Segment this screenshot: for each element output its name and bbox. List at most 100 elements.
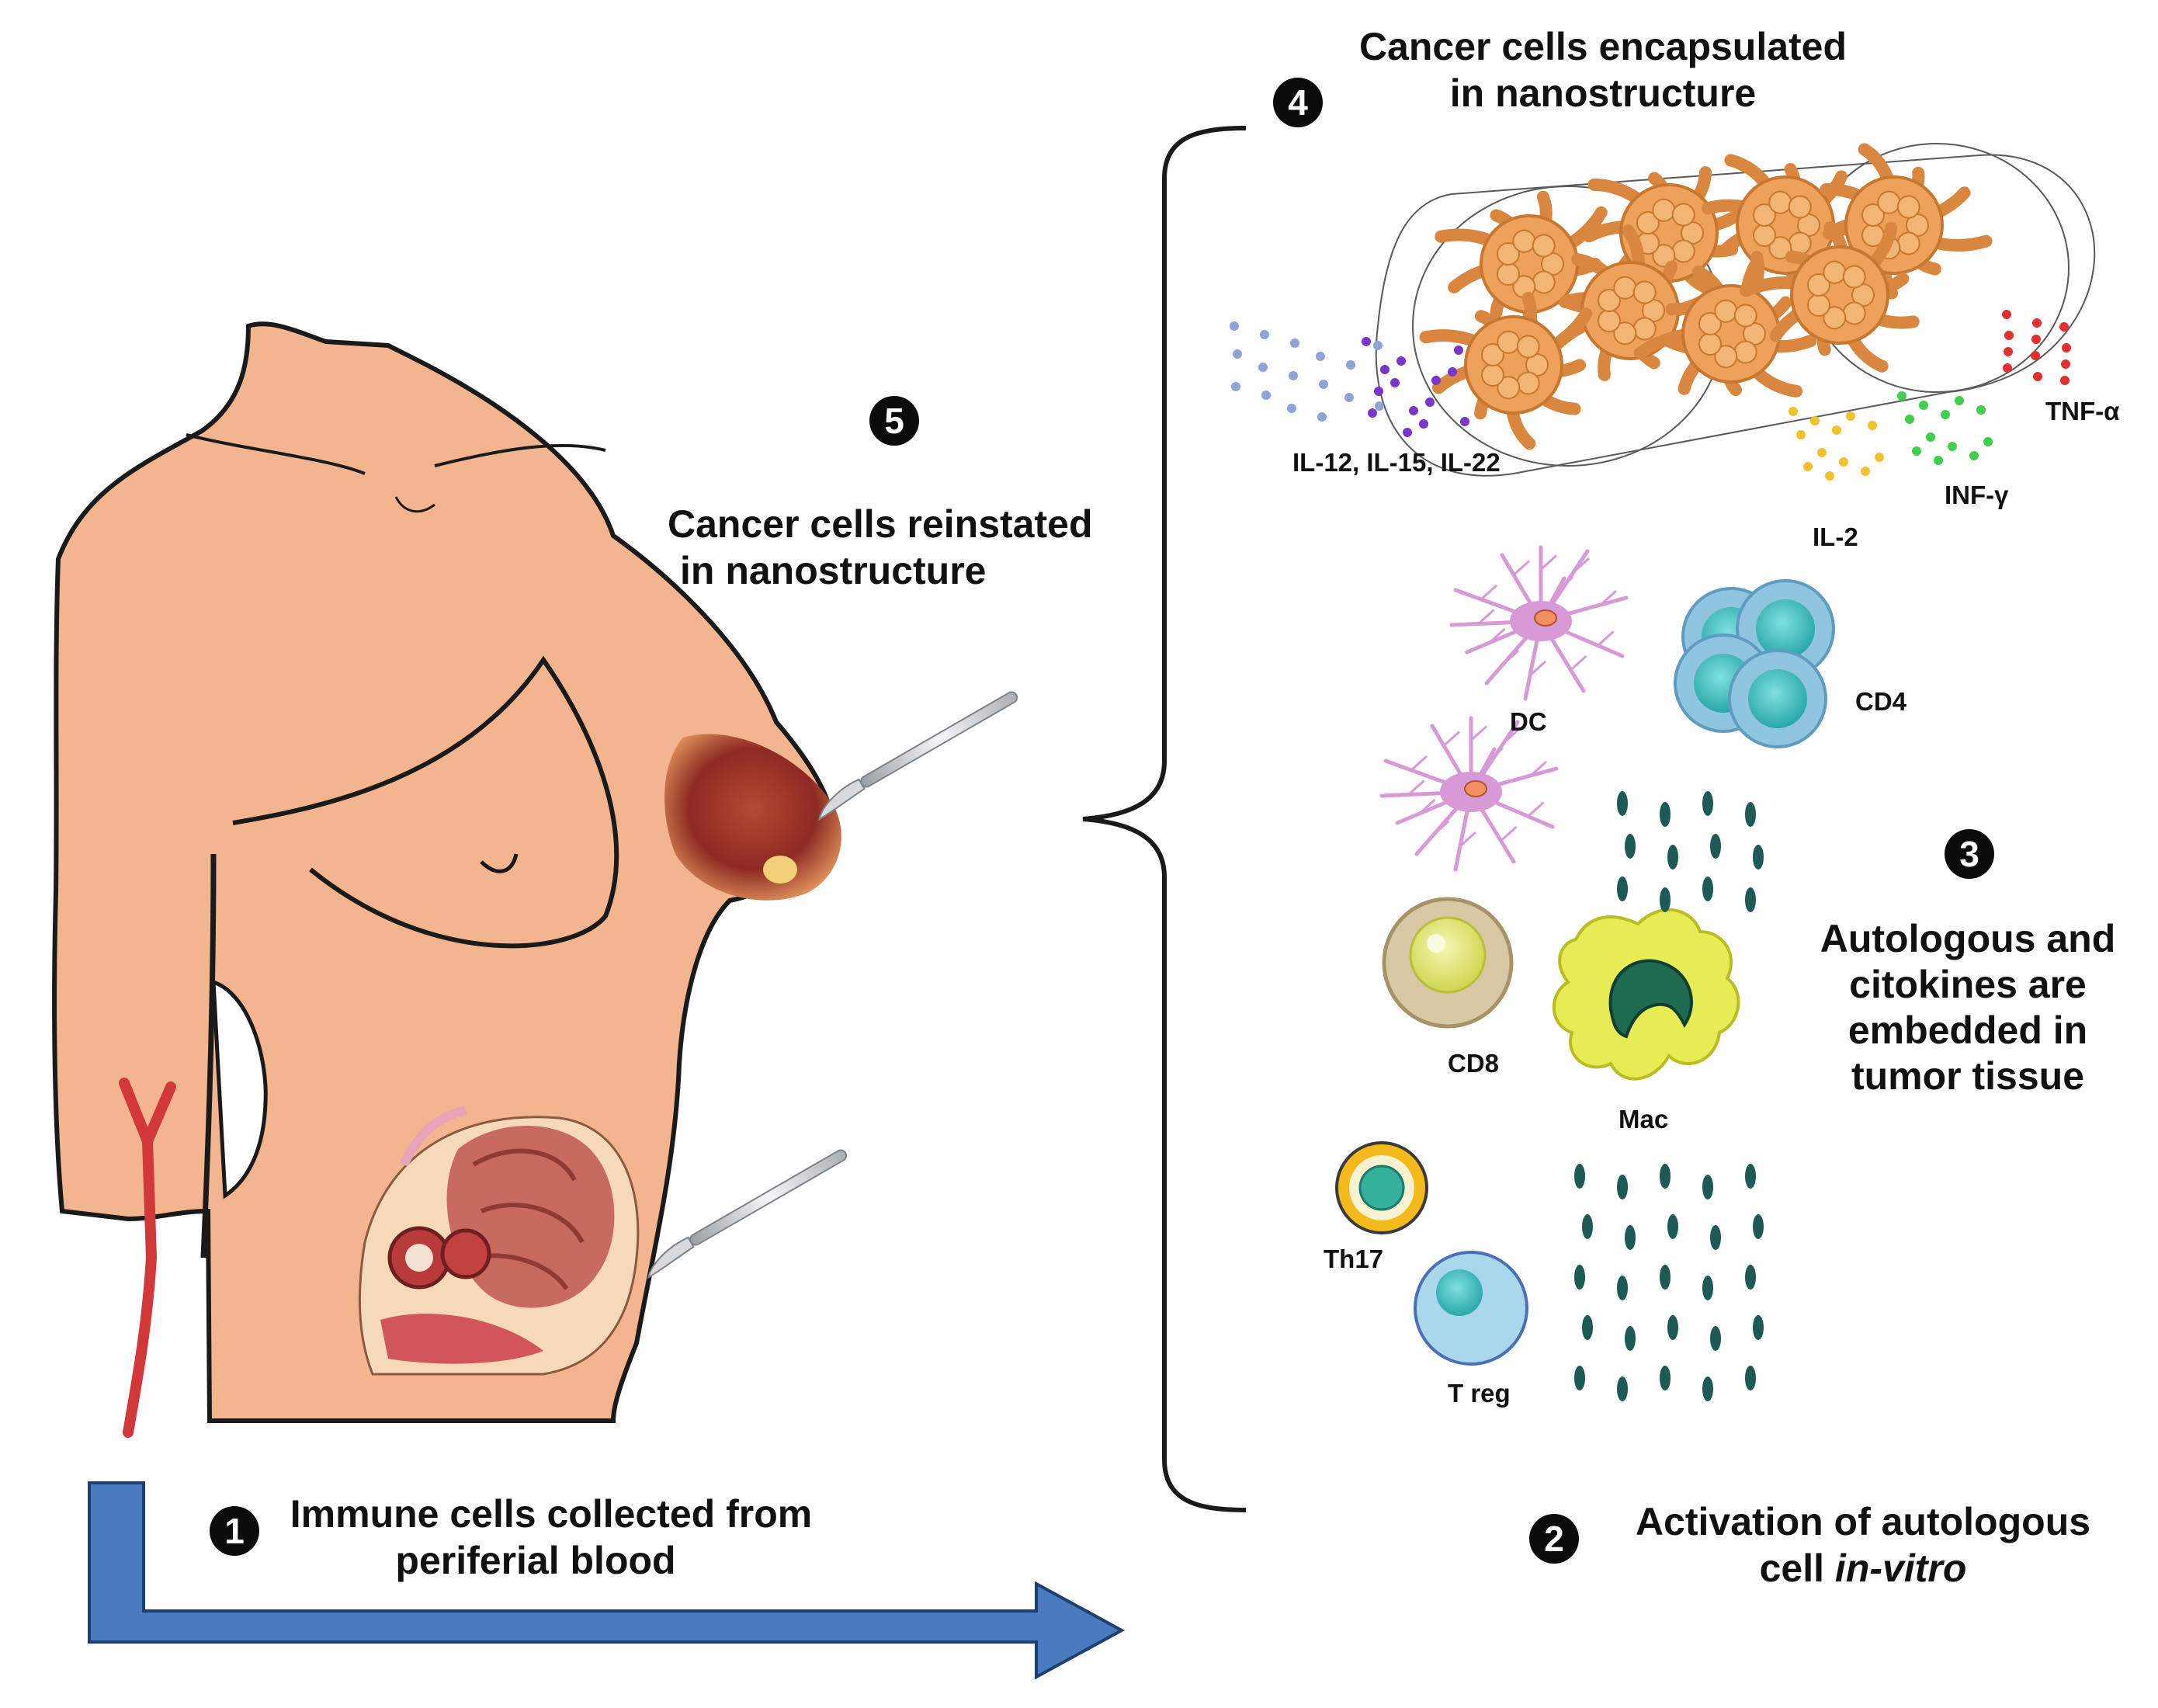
step5-line1: Cancer cells reinstated	[668, 502, 1093, 546]
cytokine-dot-il2	[1868, 421, 1877, 430]
step4-line2: in nanostructure	[1449, 71, 1757, 115]
scalpel-lower	[647, 1149, 848, 1279]
granule	[1753, 1214, 1764, 1239]
cytokine-dot-il2	[1825, 471, 1834, 481]
dendritic-branch	[1529, 760, 1548, 777]
cytokine-dot-il2	[1817, 448, 1827, 457]
step2-caption: Activation of autologous cell in-vitro	[1599, 1498, 2127, 1592]
granule	[1582, 1214, 1593, 1239]
cancer-cell-bleb	[1652, 198, 1676, 222]
dendritic-branch	[1501, 649, 1520, 666]
cytokine-dot-il2	[1789, 407, 1798, 416]
cancer-cell-bleb	[1698, 311, 1722, 335]
sternum-notch	[394, 496, 435, 513]
cytokine-dot-il-purple	[1448, 367, 1457, 377]
step5-line2: in nanostructure	[680, 549, 987, 592]
cd8-cell	[1382, 897, 1514, 1029]
step2-line2-plain: cell	[1759, 1547, 1835, 1590]
breast-contour	[232, 655, 619, 949]
step2-line1: Activation of autologous	[1635, 1500, 2091, 1543]
granule	[1710, 1225, 1721, 1250]
granule	[1745, 1265, 1756, 1290]
macrophage-cell	[1552, 908, 1740, 1081]
step3-line1: Autologous and	[1820, 917, 2116, 960]
granule	[1617, 1276, 1628, 1300]
step2-badge: 2	[1529, 1514, 1579, 1564]
cytokine-dot-tnf	[2061, 359, 2070, 369]
cancer-cell-bleb	[1496, 241, 1520, 266]
cancer-cell	[1740, 221, 1920, 373]
cell-label-treg: T reg	[1448, 1379, 1511, 1408]
step3-line4: tumor tissue	[1851, 1054, 2085, 1098]
cytokine-dot-il2	[1832, 425, 1841, 435]
cd4-cell-cluster	[1674, 579, 1835, 748]
cytokine-dot-il-purple	[1396, 356, 1406, 366]
clavicle-right	[434, 443, 606, 467]
cytokine-dot-inf	[1969, 451, 1979, 460]
cell-label-mac: Mac	[1618, 1105, 1669, 1133]
granule	[1625, 1326, 1636, 1351]
cancer-cell-bleb	[1806, 273, 1830, 297]
cytokine-dot-il-purple	[1380, 365, 1390, 374]
cytokine-dot-il-purple	[1403, 428, 1412, 437]
cytokine-dot-tnf	[2031, 351, 2040, 360]
cytokine-dot-il-purple	[1460, 417, 1469, 426]
cancer-cell-bleb	[1698, 332, 1722, 356]
cancer-cell-bleb	[1768, 190, 1792, 214]
granule	[1660, 1265, 1671, 1290]
granule	[1617, 877, 1628, 901]
step3-line2: citokines are	[1849, 963, 2087, 1006]
step1-badge: 1	[210, 1506, 259, 1556]
cytokine-dot-il-blue	[1316, 352, 1325, 361]
granule	[1582, 1315, 1593, 1340]
granule	[1745, 1164, 1756, 1189]
cytokine-dot-tnf	[2003, 363, 2012, 373]
cytokine-label-il2: IL-2	[1813, 522, 1858, 551]
cancer-cell-bleb	[1842, 301, 1866, 325]
cancer-cell-bleb	[1752, 203, 1776, 227]
cancer-cell-bleb	[1671, 203, 1695, 227]
cytokine-dot-il-blue	[1344, 393, 1354, 402]
cytokine-dot-il2	[1875, 453, 1884, 462]
granule	[1625, 834, 1636, 859]
cytokine-dot-il-purple	[1454, 345, 1463, 355]
cancer-cells-cluster	[1419, 143, 1993, 450]
granule	[1702, 791, 1713, 816]
granule	[1660, 887, 1671, 912]
cytokine-dot-il2	[1796, 430, 1806, 439]
cytokine-dot-il-purple	[1425, 397, 1435, 407]
granule	[1753, 845, 1764, 870]
cell-label-th17: Th17	[1324, 1245, 1384, 1273]
granule	[1710, 1326, 1721, 1351]
cancer-cell-bleb	[1632, 280, 1657, 304]
granule	[1574, 1366, 1585, 1390]
cytokine-dot-inf	[1912, 446, 1921, 456]
cancer-cell-bleb	[1877, 190, 1901, 214]
treg-cell	[1414, 1251, 1528, 1366]
th17-cell	[1335, 1141, 1428, 1234]
cytokine-dot-il-purple	[1374, 387, 1383, 396]
dendritic-branch	[1407, 779, 1425, 796]
cancer-cell-bleb	[1532, 234, 1556, 258]
granule	[1745, 887, 1756, 912]
cancer-cell	[1633, 251, 1817, 397]
dendritic-branch	[1539, 554, 1558, 571]
curly-brace	[1082, 126, 1247, 1512]
tumor-spot	[763, 856, 797, 884]
step2-line2: cell in-vitro	[1599, 1545, 2127, 1592]
torso-illustration	[52, 321, 1018, 1438]
cytokine-dot-tnf	[2059, 322, 2069, 332]
cytokine-dot-inf	[1926, 432, 1935, 442]
cancer-cell-bleb	[1714, 299, 1738, 323]
cytokine-dot-il-blue	[1231, 382, 1240, 391]
dendritic-branch	[1418, 798, 1436, 815]
cell-label-cd4: CD4	[1855, 687, 1907, 716]
navel-mark	[480, 853, 519, 873]
cytokine-dot-il-blue	[1319, 380, 1328, 389]
dendritic-branch	[1502, 727, 1521, 745]
dendritic-branch	[1512, 560, 1531, 576]
cancer-cell-bleb	[1842, 265, 1866, 289]
cytokine-dot-inf	[1905, 415, 1914, 424]
